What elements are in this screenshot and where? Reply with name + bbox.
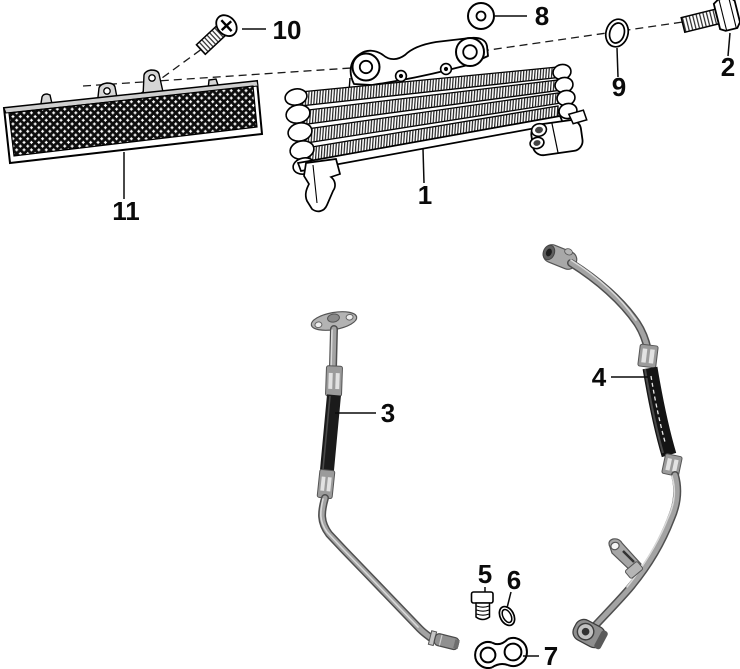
cooler-leg-bracket bbox=[303, 158, 342, 213]
leader-lines bbox=[123, 15, 731, 657]
joint-link-plate-drawing bbox=[474, 637, 528, 669]
countersunk-screw-drawing bbox=[195, 14, 238, 56]
part-number-labels: 1 2 3 4 5 6 7 8 9 10 11 bbox=[112, 1, 735, 669]
tab-hole bbox=[148, 74, 156, 82]
hose-crimp-collar bbox=[661, 453, 683, 477]
hose-crimp-collar bbox=[637, 343, 659, 369]
label-part-4: 4 bbox=[592, 362, 607, 392]
label-part-6: 6 bbox=[507, 565, 521, 595]
tube-clamp-band bbox=[624, 561, 644, 579]
hose-crimp-collar bbox=[325, 365, 343, 397]
hose-flange-fitting bbox=[310, 311, 358, 331]
phillips-slot-icon bbox=[220, 19, 233, 32]
banjo-fitting-bottom bbox=[572, 618, 608, 650]
washer-drawing bbox=[467, 2, 495, 30]
mesh-screen bbox=[8, 85, 258, 157]
label-part-11: 11 bbox=[112, 196, 140, 226]
oil-hose-left-drawing bbox=[310, 311, 460, 651]
cooler-core-rows bbox=[299, 66, 559, 164]
label-part-3: 3 bbox=[381, 398, 395, 428]
o-ring-small-drawing bbox=[498, 605, 516, 627]
label-part-9: 9 bbox=[612, 72, 626, 102]
oil-hose-right-drawing bbox=[542, 244, 683, 650]
label-part-1: 1 bbox=[418, 180, 432, 210]
hose-end-nipple bbox=[427, 630, 460, 651]
rubber-hose-section bbox=[320, 394, 341, 471]
tab-hole bbox=[103, 87, 111, 95]
cooler-bracket-eyes bbox=[351, 37, 485, 83]
label-part-8: 8 bbox=[535, 1, 549, 31]
cooler-outlet-boss bbox=[529, 109, 588, 157]
cooler-guard-mesh-drawing bbox=[2, 69, 264, 165]
oil-cooler-drawing bbox=[284, 36, 588, 213]
label-part-7: 7 bbox=[544, 641, 558, 669]
o-ring-drawing bbox=[604, 18, 630, 48]
label-part-10: 10 bbox=[273, 15, 302, 45]
label-part-2: 2 bbox=[721, 52, 735, 82]
label-part-5: 5 bbox=[478, 559, 492, 589]
tube-end-caps-right bbox=[552, 63, 578, 120]
plug-screw-drawing bbox=[470, 591, 494, 621]
